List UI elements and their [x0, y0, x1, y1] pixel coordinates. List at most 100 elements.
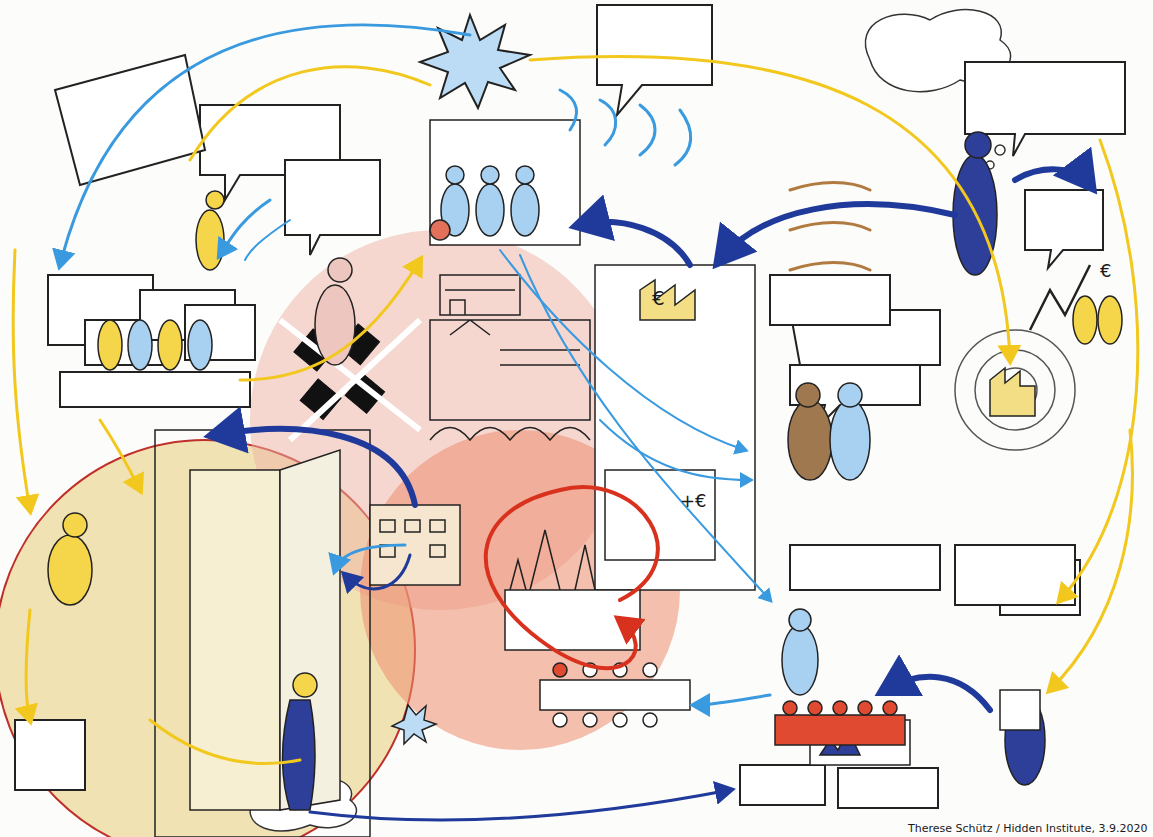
buildings-part: [430, 428, 590, 441]
flow-arrows-part: [13, 250, 30, 510]
speech-bubbles-part: [15, 720, 85, 790]
speech-bubbles-part: [285, 160, 380, 255]
speech-bubbles: [15, 5, 1125, 808]
people-part: [883, 701, 897, 715]
people-part: [808, 701, 822, 715]
buildings-part: [510, 530, 595, 590]
thought-clouds: [248, 10, 1010, 831]
flow-arrows-part: [310, 790, 730, 820]
flow-arrows-part: [720, 204, 955, 260]
people-part: [830, 400, 870, 480]
flow-arrows-part: [220, 200, 270, 255]
people-part: [63, 513, 87, 537]
people-part: [540, 680, 690, 710]
buildings-part: [640, 280, 695, 320]
people-part: [98, 320, 122, 370]
buildings-part: [430, 320, 590, 420]
flow-arrows-part: [695, 695, 770, 705]
buildings-part: [440, 275, 520, 315]
buildings-part: [380, 520, 445, 557]
buildings: [155, 120, 1090, 837]
flow-arrows-part: [150, 720, 300, 764]
flow-arrows-part: [190, 67, 430, 160]
flow-arrows-part: [600, 420, 750, 480]
flow-arrows-part: [240, 260, 420, 380]
credit-note: Therese Schütz / Hidden Institute, 3.9.2…: [908, 823, 1147, 834]
people-part: [1098, 296, 1122, 344]
people-part: [293, 673, 317, 697]
flow-arrows-part: [26, 610, 30, 720]
people-part: [858, 701, 872, 715]
buildings-part: [190, 470, 280, 810]
flow-arrows-part: [790, 183, 870, 271]
flow-arrows-part: [215, 429, 415, 505]
people-part: [643, 713, 657, 727]
flow-arrows-part: [580, 222, 690, 265]
buildings-part: [155, 430, 370, 837]
people-part: [476, 184, 504, 236]
speech-bubbles-part: [60, 372, 250, 407]
people-part: [188, 320, 212, 370]
flow-arrows-part: [486, 487, 658, 668]
people-part: [1073, 296, 1097, 344]
people-part: [128, 320, 152, 370]
flow-arrows-part: [1015, 169, 1090, 185]
flow-arrows-part: [60, 25, 470, 265]
speech-bubbles-part: [1025, 190, 1103, 268]
people: [48, 132, 1122, 810]
people-part: [833, 701, 847, 715]
buildings-part: [595, 265, 755, 590]
people-part: [583, 713, 597, 727]
people-part: [613, 713, 627, 727]
flow-arrows-part: [520, 255, 770, 600]
buildings-part: [990, 368, 1035, 416]
people-part: [788, 400, 832, 480]
starburst-part: [392, 705, 436, 744]
people-part: [553, 713, 567, 727]
people-part: [838, 383, 862, 407]
buildings-part: [605, 470, 715, 560]
people-part: [516, 166, 534, 184]
people-part: [511, 184, 539, 236]
people-part: [1000, 690, 1040, 730]
people-part: [48, 535, 92, 605]
people-part: [446, 166, 464, 184]
people-part: [553, 663, 567, 677]
flow-arrows-part: [345, 555, 410, 589]
people-part: [158, 320, 182, 370]
flow-arrows: [13, 25, 1138, 820]
buildings-part: [430, 120, 580, 245]
thought-clouds-part: [995, 145, 1005, 155]
people-part: [430, 220, 450, 240]
people-part: [775, 715, 905, 745]
speech-bubbles-part: [955, 545, 1075, 605]
flow-arrows-part: [335, 545, 405, 570]
people-part: [283, 700, 316, 810]
people-part: [206, 191, 224, 209]
flow-arrows-part: [245, 220, 290, 260]
flow-arrows-part: [500, 250, 745, 450]
speech-bubbles-part: [838, 768, 938, 808]
flow-arrows-part: [100, 420, 140, 490]
background-circles-part: [955, 330, 1075, 450]
flow-arrows-part: [530, 56, 1010, 360]
background-circles: [0, 230, 1075, 837]
flow-arrows-part: [560, 90, 691, 165]
flow-arrows-part: [1060, 140, 1138, 600]
people-part: [789, 609, 811, 631]
people-part: [328, 258, 352, 282]
people-part: [965, 132, 991, 158]
people-part: [196, 210, 224, 270]
speech-bubbles-part: [770, 275, 890, 325]
flow-arrows-part: [1050, 430, 1132, 690]
flow-arrows-part: [885, 677, 990, 710]
people-part: [481, 166, 499, 184]
people-part: [643, 663, 657, 677]
speech-bubbles-part: [790, 545, 940, 590]
euro-sign: €: [652, 288, 665, 308]
people-part: [783, 701, 797, 715]
people-part: [796, 383, 820, 407]
speech-bubbles-part: [740, 765, 825, 805]
